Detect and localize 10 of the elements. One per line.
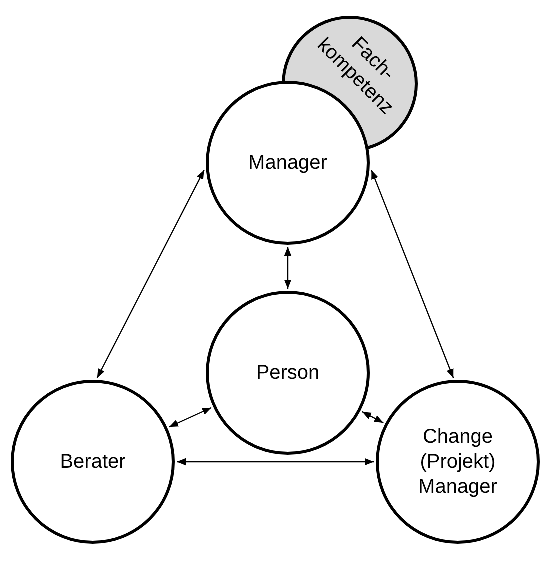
double-arrow — [284, 247, 292, 289]
node-label: Person — [255, 360, 321, 386]
node-label: Berater — [59, 450, 127, 474]
double-arrow — [362, 411, 384, 424]
double-arrow — [169, 407, 212, 428]
double-arrow — [96, 170, 205, 378]
double-arrow — [177, 458, 374, 466]
double-arrow — [371, 170, 454, 378]
node-label: Manager — [248, 150, 328, 176]
node-label: Change (Projekt) Manager — [418, 424, 498, 500]
